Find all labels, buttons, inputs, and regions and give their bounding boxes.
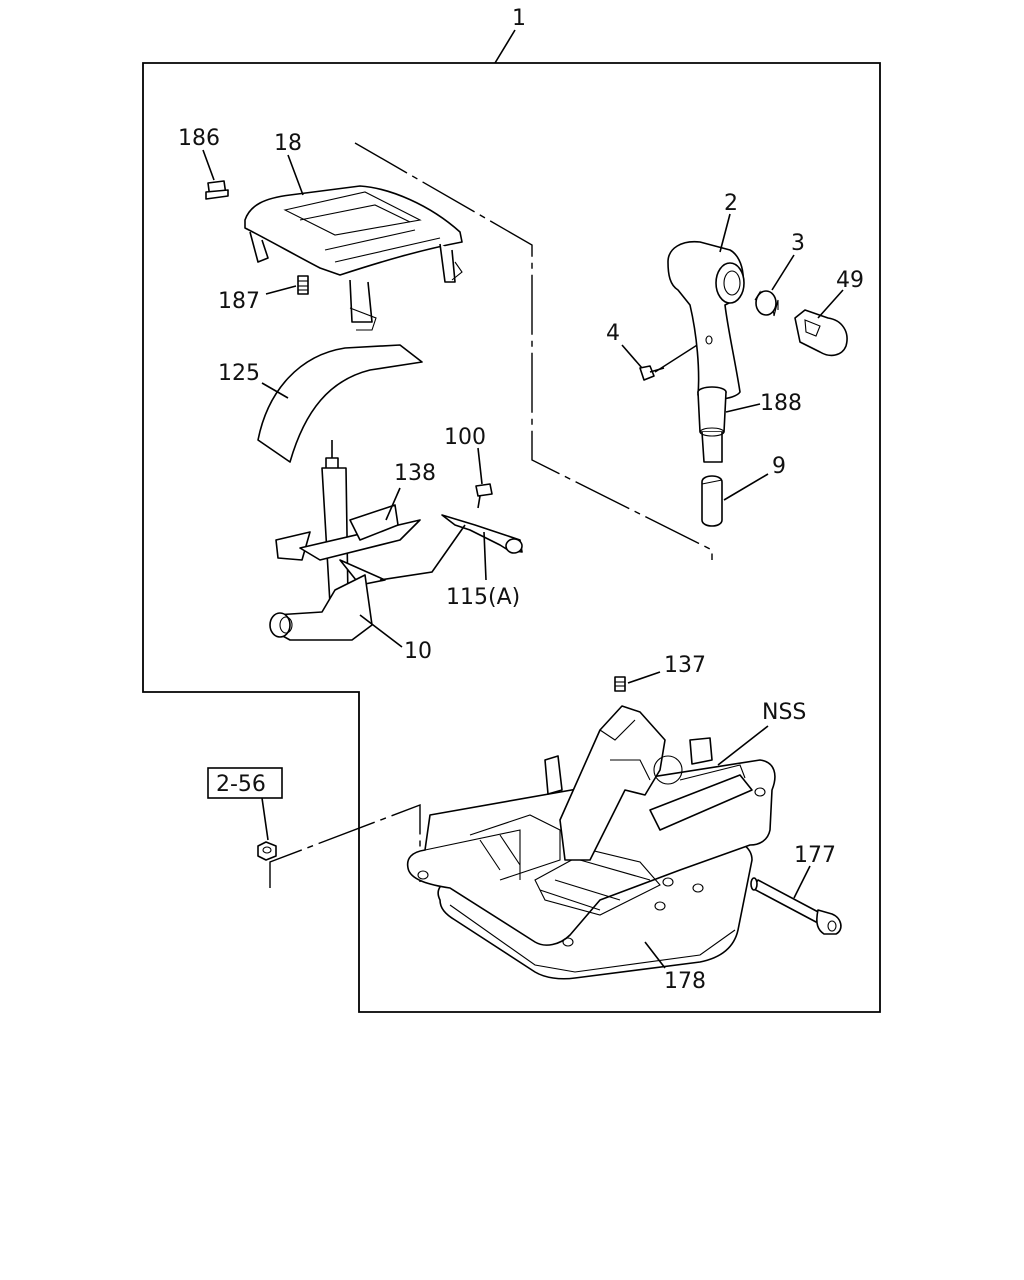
leader-115a-down xyxy=(483,531,487,581)
reference-box-2-56 xyxy=(207,767,283,799)
slide-plate-125[interactable] xyxy=(257,344,423,463)
screw-4[interactable] xyxy=(639,365,665,381)
callout-137[interactable]: 137 xyxy=(664,653,706,678)
callout-125[interactable]: 125 xyxy=(218,361,260,386)
callout-178[interactable]: 178 xyxy=(664,969,706,994)
callout-100[interactable]: 100 xyxy=(444,425,486,450)
callout-188[interactable]: 188 xyxy=(760,391,802,416)
detent-spring-115a[interactable] xyxy=(441,514,523,554)
leader-100 xyxy=(477,447,483,485)
leader-2-56 xyxy=(261,797,269,841)
callout-4[interactable]: 4 xyxy=(606,321,620,346)
callout-2-56[interactable]: 2-56 xyxy=(216,772,266,797)
spring-137[interactable] xyxy=(614,676,626,692)
knob-button-49[interactable] xyxy=(794,309,848,357)
shift-knob-2[interactable] xyxy=(667,240,745,401)
leader-186 xyxy=(202,149,215,181)
callout-18[interactable]: 18 xyxy=(274,131,302,156)
spring-3[interactable] xyxy=(754,290,779,317)
nut-2-56[interactable] xyxy=(257,841,277,861)
leader-nss xyxy=(717,725,769,766)
leader-3 xyxy=(771,254,795,291)
callout-186[interactable]: 186 xyxy=(178,126,220,151)
leader-9 xyxy=(723,473,769,501)
callout-3[interactable]: 3 xyxy=(791,231,805,256)
callout-2[interactable]: 2 xyxy=(724,191,738,216)
leader-138 xyxy=(385,487,401,521)
clip-186[interactable] xyxy=(205,180,229,200)
leader-4 xyxy=(621,344,643,369)
callout-49[interactable]: 49 xyxy=(836,268,864,293)
leader-49 xyxy=(817,289,844,319)
screw-100[interactable] xyxy=(475,483,493,509)
leader-115a xyxy=(379,524,466,581)
spring-187[interactable] xyxy=(297,275,309,295)
pin-177[interactable] xyxy=(750,877,842,935)
callout-187[interactable]: 187 xyxy=(218,289,260,314)
phantom-line-knob xyxy=(354,142,713,560)
callout-10[interactable]: 10 xyxy=(404,639,432,664)
callout-9[interactable]: 9 xyxy=(772,454,786,479)
leader-177 xyxy=(793,865,811,899)
leader-188 xyxy=(725,403,761,413)
leader-125 xyxy=(261,382,289,399)
callout-138[interactable]: 138 xyxy=(394,461,436,486)
leader-137 xyxy=(627,671,661,684)
callout-115a[interactable]: 115(A) xyxy=(446,585,520,610)
leader-178 xyxy=(644,941,666,969)
leader-2 xyxy=(719,213,731,253)
leader-187 xyxy=(265,285,297,295)
pin-9[interactable] xyxy=(701,475,723,527)
shift-lever-10[interactable] xyxy=(269,440,421,641)
base-assembly-178[interactable] xyxy=(406,705,776,980)
leader-1 xyxy=(494,29,516,64)
assembly-frame xyxy=(142,62,881,1013)
callout-nss[interactable]: NSS xyxy=(762,700,806,725)
indicator-cover-18[interactable] xyxy=(244,185,463,331)
callout-177[interactable]: 177 xyxy=(794,843,836,868)
sleeve-188[interactable] xyxy=(697,386,727,463)
phantom-line-bolt xyxy=(269,803,421,888)
callout-1[interactable]: 1 xyxy=(512,6,526,31)
leader-18 xyxy=(287,154,304,196)
leader-10 xyxy=(359,614,403,648)
